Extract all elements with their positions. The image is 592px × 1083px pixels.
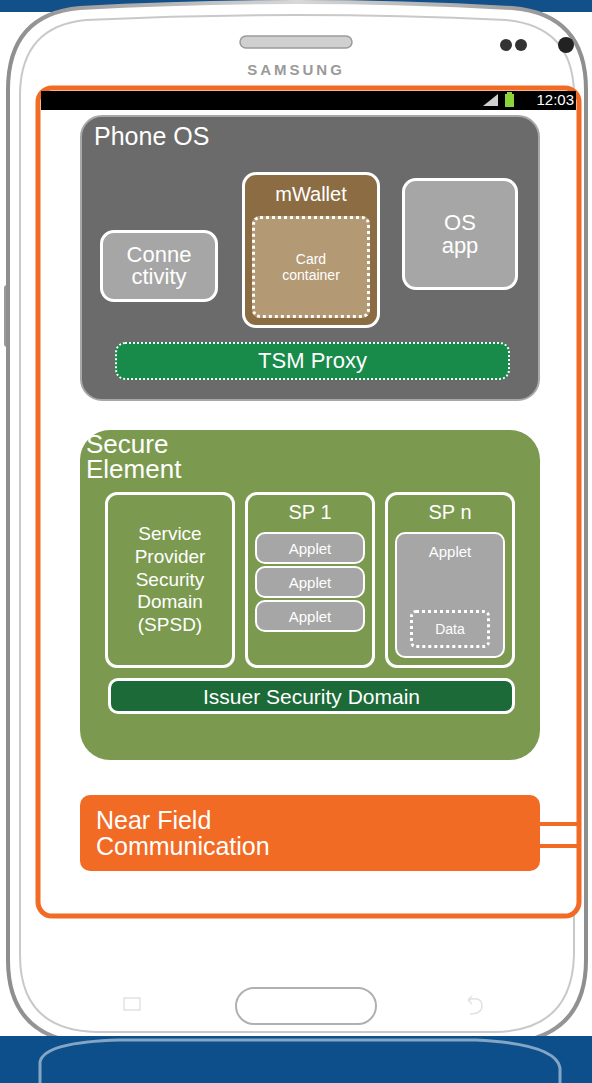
node-text: SP 1 bbox=[248, 501, 372, 523]
node-text: Service Provider Security Domain (SPSD) bbox=[114, 523, 226, 637]
node-text: TSM Proxy bbox=[258, 350, 367, 372]
speaker-grille bbox=[240, 36, 352, 48]
phone-body bbox=[8, 2, 586, 1044]
node-text: Near Field Communication bbox=[96, 807, 296, 860]
applet-box: Applet bbox=[255, 532, 365, 564]
status-bar bbox=[41, 91, 576, 110]
sensor bbox=[500, 39, 512, 51]
security-domain-box: Service Provider Security Domain (SPSD) bbox=[105, 492, 235, 668]
node-text: Secure Element bbox=[86, 432, 216, 481]
node-text: Applet bbox=[289, 541, 332, 556]
signal-icon bbox=[483, 94, 498, 106]
screen-outline bbox=[38, 88, 579, 916]
back-key bbox=[468, 996, 482, 1014]
status-clock: 12:03 bbox=[528, 92, 574, 109]
battery-icon bbox=[505, 94, 514, 107]
nfc-band: Near Field Communication bbox=[80, 795, 540, 871]
security-domain-box: SP 1AppletAppletApplet bbox=[245, 492, 375, 668]
security-domain-box: SP n AppletData bbox=[385, 492, 515, 668]
nfc-antenna-link bbox=[538, 844, 578, 848]
front-camera bbox=[558, 37, 574, 53]
node-text: Card container bbox=[269, 251, 353, 283]
data-box: Data bbox=[410, 610, 490, 648]
brand-name: SAMSUNG bbox=[226, 62, 366, 79]
bottom-band bbox=[0, 1036, 592, 1083]
nfc-antenna-link bbox=[538, 822, 578, 826]
node-text: SP n bbox=[388, 501, 512, 523]
secure-element-layer: Secure ElementService Provider Security … bbox=[80, 430, 540, 760]
node-text: Applet bbox=[289, 575, 332, 590]
container-box: Card container bbox=[252, 216, 370, 318]
proxy-band: TSM Proxy bbox=[115, 342, 510, 380]
node-text: mWallet bbox=[245, 183, 377, 205]
home-button bbox=[236, 988, 376, 1024]
battery-icon bbox=[507, 92, 512, 94]
node-text: Phone OS bbox=[94, 123, 538, 151]
os-layer: Phone OS Conne ctivity mWalletCard contain… bbox=[80, 115, 540, 401]
wallet-box: mWalletCard container bbox=[242, 172, 380, 328]
applet-box: Applet bbox=[255, 600, 365, 632]
node-text: Issuer Security Domain bbox=[203, 686, 420, 707]
applet-box: Applet bbox=[255, 566, 365, 598]
app-box: Conne ctivity bbox=[100, 230, 218, 302]
issuer-domain-band: Issuer Security Domain bbox=[108, 678, 515, 714]
menu-key bbox=[124, 998, 140, 1010]
node-text: Applet bbox=[289, 609, 332, 624]
sensor bbox=[515, 39, 527, 51]
node-text: Applet bbox=[397, 544, 503, 561]
node-text: Conne ctivity bbox=[117, 244, 201, 288]
applet-box: AppletData bbox=[395, 532, 505, 658]
phone-reflection bbox=[40, 1040, 560, 1083]
node-text: OS app bbox=[430, 211, 490, 257]
app-box: OS app bbox=[402, 178, 518, 290]
node-text: Data bbox=[435, 622, 465, 636]
